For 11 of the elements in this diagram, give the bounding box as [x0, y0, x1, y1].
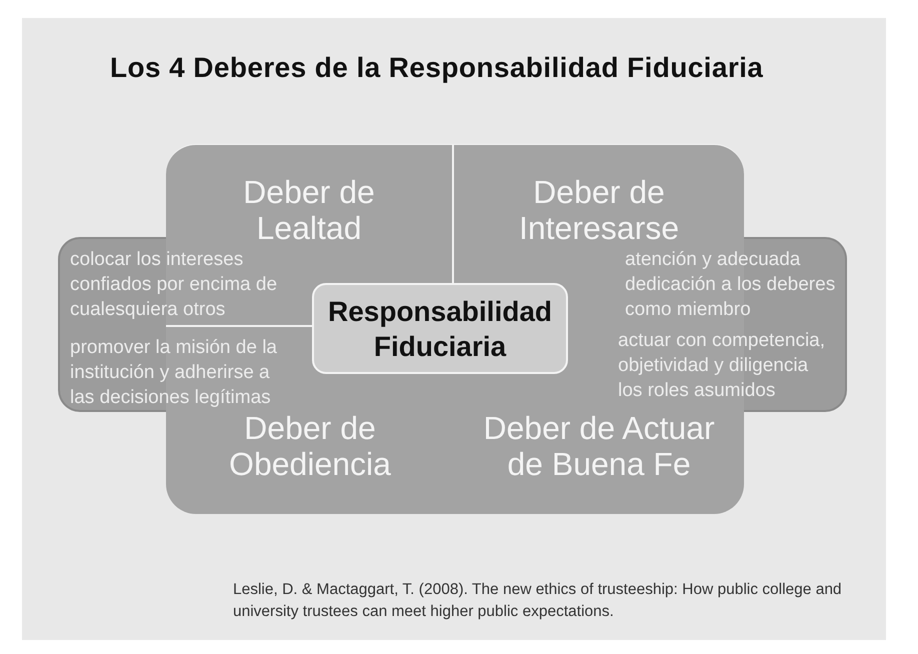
description-text: colocar los intereses confiados por encima de cualesquiera otros [70, 248, 278, 322]
quadrant-heading: Deber de Interesarse [518, 174, 680, 246]
quadrant-heading: Deber de Obediencia [228, 410, 392, 482]
quadrant-heading: Deber de Actuar de Buena Fe [482, 410, 716, 482]
description-text: actuar con competencia, objetividad y diligencia los roles asumidos [618, 329, 826, 403]
center-label: Responsabilidad Fiduciaria [326, 294, 554, 364]
title: Los 4 Deberes de la Responsabilidad Fiduciaria [110, 51, 764, 85]
citation: Leslie, D. & Mactaggart, T. (2008). The new ethics of trusteeship: How public college and university trustees can meet higher public expectations. [233, 580, 843, 622]
description-text: promover la misión de la institución y adherirse a las decisiones legítimas [70, 336, 278, 410]
center-box [312, 283, 568, 374]
quadrant-heading: Deber de Lealtad [242, 174, 376, 246]
